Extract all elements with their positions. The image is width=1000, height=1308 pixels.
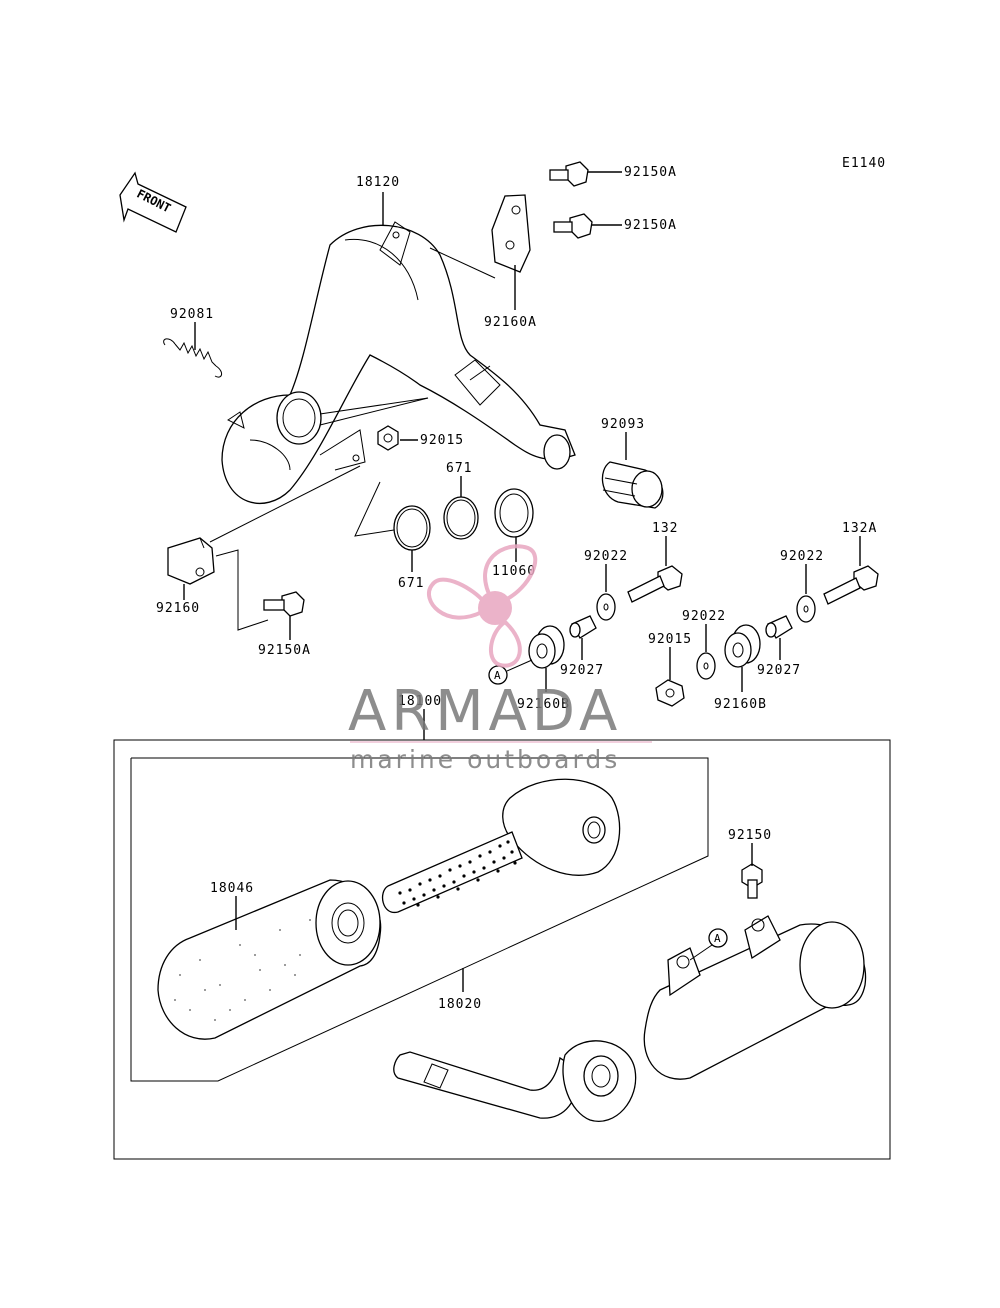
collar-92027-b — [765, 615, 793, 639]
leader-92160A-mount — [429, 247, 496, 279]
label-92150A-1: 92150A — [624, 165, 677, 180]
label-671-b: 671 — [398, 576, 424, 591]
bolt-92150A-top-2 — [553, 213, 593, 239]
bolt-92150 — [741, 863, 763, 899]
label-92081: 92081 — [170, 307, 214, 322]
label-92150A-3: 92150A — [258, 643, 311, 658]
leader-chamber-ring-2 — [319, 397, 429, 426]
label-132: 132 — [652, 521, 678, 536]
watermark-subtitle: marine outboards — [350, 745, 620, 774]
label-132A: 132A — [842, 521, 877, 536]
label-92027-b: 92027 — [757, 663, 801, 678]
label-92093: 92093 — [601, 417, 645, 432]
tail-pipe — [393, 1040, 637, 1123]
silencer-body — [643, 915, 867, 1080]
watermark-title: ARMADA — [348, 679, 622, 744]
callout-a-lower: A — [689, 928, 728, 961]
label-92015-a: 92015 — [420, 433, 464, 448]
label-18100: 18100 — [398, 694, 442, 709]
label-11060: 11060 — [492, 564, 536, 579]
nut-92015-top — [377, 425, 399, 451]
label-92022-c: 92022 — [682, 609, 726, 624]
front-arrow-icon: FRONT — [119, 171, 187, 233]
o-ring-671-a — [393, 505, 431, 551]
label-18020: 18020 — [438, 997, 482, 1012]
label-18120: 18120 — [356, 175, 400, 190]
label-92160B-a: 92160B — [517, 697, 570, 712]
label-92022-b: 92022 — [780, 549, 824, 564]
bolt-132 — [627, 565, 683, 603]
label-92015-b: 92015 — [648, 632, 692, 647]
washer-92022-c — [696, 652, 716, 680]
nut-92015-bottom — [655, 679, 685, 707]
leader-chamber-ring — [319, 397, 429, 415]
assembly-frame — [113, 739, 891, 1160]
damper-bracket-92160A — [491, 194, 531, 273]
damper-92160B-b — [724, 624, 761, 668]
label-671-a: 671 — [446, 461, 472, 476]
svg-text:A: A — [494, 669, 501, 682]
propeller-logo-icon — [427, 544, 538, 668]
bolt-92150A-bottom — [263, 591, 305, 617]
perforated-pipe — [381, 831, 523, 913]
damper-bracket-92160 — [167, 537, 215, 585]
leader-92160-bolt — [215, 549, 269, 631]
grommet-92093 — [601, 461, 664, 509]
spring-92081 — [163, 338, 222, 378]
washer-92022-b — [796, 595, 816, 623]
bolt-92150A-top-1 — [549, 161, 589, 187]
label-92160A: 92160A — [484, 315, 537, 330]
muffler-packing-18046 — [157, 879, 382, 1040]
damper-92160B-a — [528, 625, 565, 669]
armada-watermark: ARMADA marine outboards — [348, 544, 652, 774]
svg-text:A: A — [714, 932, 721, 945]
o-ring-671-b — [443, 496, 479, 540]
leader-671-group — [354, 481, 395, 537]
label-92027-a: 92027 — [560, 663, 604, 678]
label-92022-a: 92022 — [584, 549, 628, 564]
bolt-132A — [823, 565, 879, 605]
callout-a-upper: A — [488, 659, 533, 685]
diagram-code: E1140 — [842, 156, 886, 171]
label-92160: 92160 — [156, 601, 200, 616]
muffler-end-cap — [502, 778, 621, 876]
label-18046: 18046 — [210, 881, 254, 896]
label-92150: 92150 — [728, 828, 772, 843]
leader-92160-mount — [209, 465, 361, 543]
gasket-11060 — [494, 488, 534, 538]
label-92160B-b: 92160B — [714, 697, 767, 712]
washer-92022-a — [596, 593, 616, 621]
expansion-chamber — [221, 221, 576, 504]
label-92150A-2: 92150A — [624, 218, 677, 233]
collar-92027-a — [569, 615, 597, 639]
